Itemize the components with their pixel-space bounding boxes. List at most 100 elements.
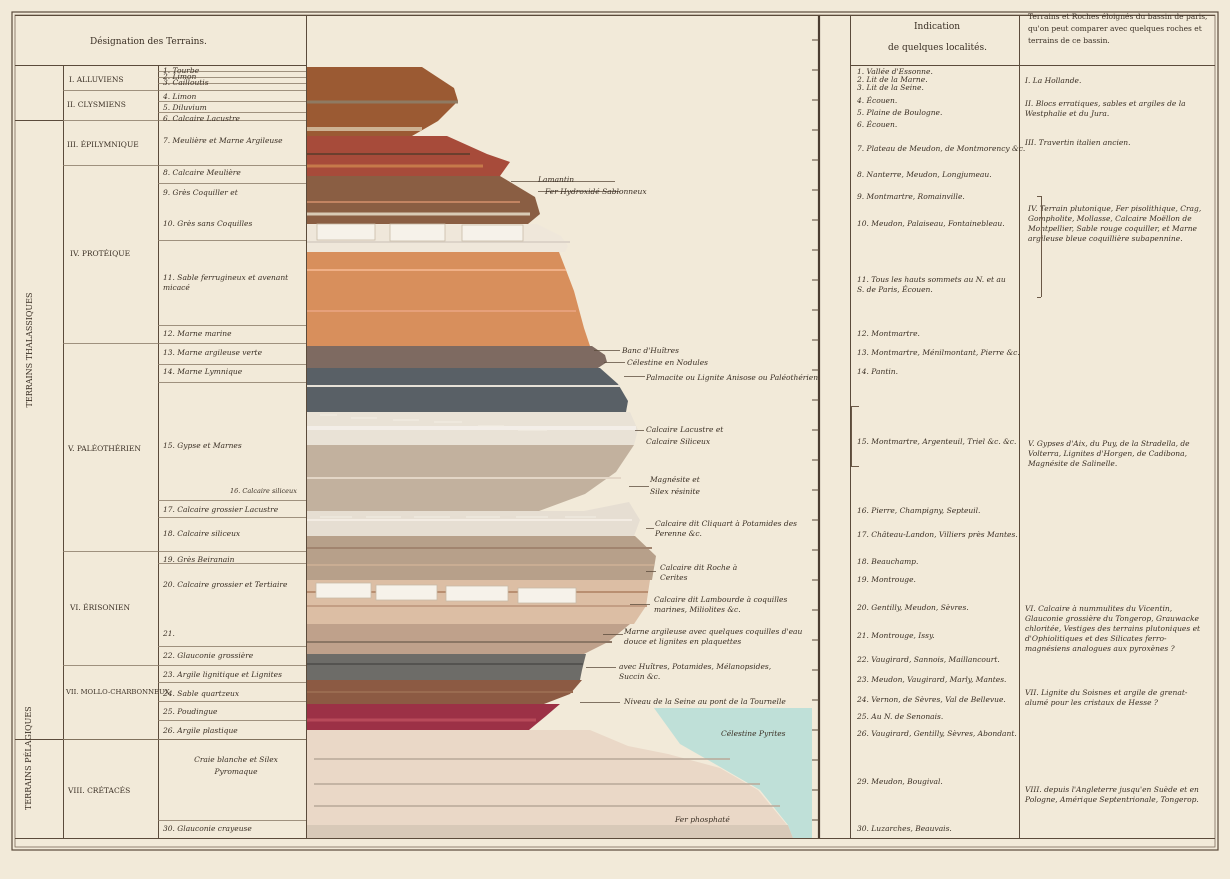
layer-17: 17. Calcaire grossier Lacustre: [163, 505, 278, 514]
annotation-celestine-nodules: Célestine en Nodules: [627, 358, 708, 367]
annotation-fer-phosphate: Fer phosphaté: [675, 815, 730, 824]
annotation-huitres: avec Huîtres, Potamides, Mélanopsides, S…: [619, 662, 789, 682]
locality-13: 13. Montmartre, Ménilmontant, Pierre &c.: [857, 348, 1020, 357]
group-thalassiques: TERRAINS THALASSIQUES: [25, 280, 34, 420]
layer-glauconie: [306, 624, 630, 654]
layer-23: 23. Argile lignitique et Lignites: [163, 670, 282, 679]
layer-10: 10. Grès sans Coquilles: [163, 219, 252, 228]
locality-29: 29. Meudon, Bougival.: [857, 777, 943, 786]
locality-7: 7. Plateau de Meudon, de Montmorency &c.: [857, 144, 1025, 153]
comparison-1: I. La Hollande.: [1025, 76, 1210, 86]
locality-17: 17. Château-Landon, Villiers près Mantes…: [857, 530, 1018, 539]
layer-12: 12. Marne marine: [163, 329, 232, 338]
comparison-2: II. Blocs erratiques, sables et argiles …: [1025, 99, 1210, 119]
locality-23: 23. Meudon, Vaugirard, Marly, Mantes.: [857, 675, 1006, 684]
annotation-marne-argileuse: Marne argileuse avec quelques coquilles …: [624, 627, 814, 647]
layer-calcaire: [306, 536, 656, 580]
layer-25: 25. Poudingue: [163, 707, 218, 716]
annotation-palmacite: Palmacite ou Lignite Anisose ou Paléothé…: [646, 373, 818, 382]
locality-9: 9. Montmartre, Romainville.: [857, 192, 965, 201]
annotation-cliquart: Calcaire dit Cliquart à Potamides des Pe…: [655, 519, 810, 539]
annotation-calcaire-lacustre: Calcaire Lacustre et Calcaire Siliceux: [646, 424, 726, 448]
layer-21: 21.: [163, 629, 175, 638]
layer-8: 8. Calcaire Meulière: [163, 168, 241, 177]
annotation-fer-hydroxide: Fer Hydroxidé Sablonneux: [545, 187, 647, 196]
formation-mollo-charbonneux: VII. MOLLO-CHARBONNEUX: [66, 688, 170, 696]
locality-10: 10. Meudon, Palaiseau, Fontainebleau.: [857, 219, 1005, 228]
formation-col-rule: [158, 65, 159, 838]
layer-marl: [306, 346, 607, 368]
layer-5: 5. Diluvium: [163, 103, 207, 112]
layer-16: 16. Calcaire siliceux: [230, 487, 297, 495]
group-pelagiques: TERRAINS PÉLAGIQUES: [24, 730, 33, 810]
locality-30: 30. Luzarches, Beauvais.: [857, 824, 952, 833]
layer-6: 6. Calcaire Lacustre: [163, 114, 240, 123]
locality-25: 25. Au N. de Senonais.: [857, 712, 943, 721]
layer-24: 24. Sable quartzeux: [163, 689, 239, 698]
layer-14: 14. Marne Lymnique: [163, 367, 242, 376]
formation-paleotherien: V. PALÉOTHÉRIEN: [68, 444, 141, 453]
formation-clysmiens: II. CLYSMIENS: [67, 100, 126, 109]
bottom-rule: [15, 838, 1215, 839]
comparison-8: VIII. depuis l'Angleterre jusqu'en Suède…: [1025, 785, 1210, 805]
locality-3: 3. Lit de la Seine.: [857, 83, 924, 92]
layer-brown: [306, 176, 540, 224]
locality-24: 24. Vernon, de Sèvres, Val de Bellevue.: [857, 695, 1006, 704]
layer-26: 26. Argile plastique: [163, 726, 238, 735]
comparison-6: VI. Calcaire à nummulites du Vicentin, G…: [1025, 604, 1210, 654]
annotation-lamantin: Lamantin: [538, 175, 574, 184]
formation-erisonien: VI. ÉRISONIEN: [70, 603, 130, 612]
annotation-magnesite: Magnésite et Silex résinite: [650, 474, 710, 498]
layer-7: 7. Meulière et Marne Argileuse: [163, 136, 283, 145]
layer-22: 22. Glauconie grossière: [163, 651, 253, 660]
header-rule-left: [15, 65, 306, 66]
comparison-col-left-rule: [1019, 15, 1020, 838]
formation-cretaces: VIII. CRÉTACÉS: [68, 786, 130, 795]
layer-glauconie-crayeuse: [306, 825, 793, 838]
locality-11: 11. Tous les hauts sommets au N. et au S…: [857, 275, 1012, 295]
formation-alluviens: I. ALLUVIENS: [69, 75, 124, 84]
locality-15: 15. Montmartre, Argenteuil, Triel &c. &c…: [857, 437, 1016, 446]
comparison-3: III. Travertin italien ancien.: [1025, 138, 1210, 148]
layer-20: 20. Calcaire grossier et Tertiaire: [163, 580, 301, 590]
header-designation: Désignation des Terrains.: [90, 37, 207, 47]
layer-orange-sand: [306, 252, 590, 346]
layer-9: 9. Grès Coquiller et: [163, 188, 238, 197]
locality-21: 21. Montrouge, Issy.: [857, 631, 935, 640]
locality-5: 5. Plaine de Boulogne.: [857, 108, 942, 117]
group-col-rule: [63, 65, 64, 838]
locality-22: 22. Vaugirard, Sannois, Maillancourt.: [857, 655, 1000, 664]
locality-26: 26. Vaugirard, Gentilly, Sèvres, Abondan…: [857, 729, 1017, 738]
locality-19: 19. Montrouge.: [857, 575, 916, 584]
layer-3: 3. Cailloutis: [163, 78, 209, 87]
locality-12: 12. Montmartre.: [857, 329, 920, 338]
layer-lignite: [306, 654, 586, 680]
layer-red-sands: [306, 136, 510, 176]
header-indication-2: de quelques localités.: [888, 43, 987, 53]
annotation-lambourde: Calcaire dit Lambourde à coquilles marin…: [654, 595, 794, 615]
formation-proteique: IV. PROTÉIQUE: [70, 249, 130, 258]
formation-epilymnique: III. ÉPILYMNIQUE: [67, 140, 139, 149]
locality-16: 16. Pierre, Champigny, Septeuil.: [857, 506, 980, 515]
layer-15: 15. Gypse et Marnes: [163, 441, 242, 450]
header-indication-1: Indication: [914, 22, 960, 32]
group-top-rule: [15, 120, 63, 121]
comparison-4: IV. Terrain plutonique, Fer pisolithique…: [1028, 204, 1203, 244]
layer-col-rule: [306, 15, 307, 838]
layer-29: Craie blanche et Silex Pyromaque: [186, 754, 286, 778]
layer-30: 30. Glauconie crayeuse: [163, 824, 252, 833]
locality-14: 14. Pantin.: [857, 367, 898, 376]
layer-11: 11. Sable ferrugineux et avenant micacé: [163, 273, 301, 293]
locality-8: 8. Nanterre, Meudon, Longjumeau.: [857, 170, 992, 179]
header-rule-right: [850, 65, 1215, 66]
header-comparisons: Terrains et Roches éloignés du bassin de…: [1028, 11, 1208, 47]
locality-18: 18. Beauchamp.: [857, 557, 918, 566]
locality-20: 20. Gentilly, Meudon, Sèvres.: [857, 603, 969, 612]
layer-plastic-clay: [306, 704, 560, 730]
comparison-5: V. Gypses d'Aix, du Puy, de la Stradella…: [1028, 439, 1198, 469]
comparison-7: VII. Lignite du Soisnes et argile de gre…: [1025, 688, 1210, 708]
layer-19: 19. Grès Beiranain: [163, 555, 235, 564]
geological-section: [306, 16, 819, 838]
locality-6: 6. Écouen.: [857, 120, 897, 129]
layer-13: 13. Marne argileuse verte: [163, 348, 262, 357]
